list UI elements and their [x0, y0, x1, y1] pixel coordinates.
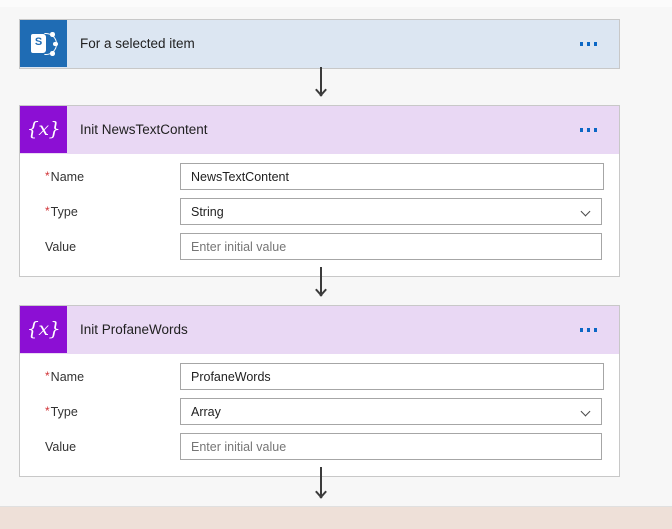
form-row-type: *Type String	[35, 198, 604, 225]
variable-icon: {x}	[20, 306, 67, 353]
required-marker: *	[45, 168, 50, 183]
type-select-value: String	[191, 204, 224, 219]
flow-card-init-newstextcontent[interactable]: {x} Init NewsTextContent *Name NewsTextC…	[19, 105, 620, 277]
flow-card-init-profanewords[interactable]: {x} Init ProfaneWords *Name ProfaneWords…	[19, 305, 620, 477]
form-row-name: *Name ProfaneWords	[35, 363, 604, 390]
connector-arrow-1	[313, 67, 329, 105]
value-input[interactable]: Enter initial value	[180, 433, 602, 460]
canvas-bottom-strip	[0, 506, 672, 529]
card-title: Init NewsTextContent	[80, 121, 208, 137]
card-body: *Name NewsTextContent *Type String Value	[20, 154, 619, 276]
chevron-down-icon[interactable]	[582, 208, 590, 216]
field-label-value: Value	[35, 440, 180, 454]
canvas-top-strip	[0, 0, 672, 7]
value-input[interactable]: Enter initial value	[180, 233, 602, 260]
required-marker: *	[45, 403, 50, 418]
form-row-value: Value Enter initial value	[35, 433, 604, 460]
card-overflow-menu-icon[interactable]	[570, 306, 620, 354]
value-input-placeholder: Enter initial value	[191, 239, 287, 254]
name-input[interactable]: NewsTextContent	[180, 163, 604, 190]
name-input-value: NewsTextContent	[191, 169, 289, 184]
value-input-placeholder: Enter initial value	[191, 439, 287, 454]
field-label-name: *Name	[35, 370, 180, 384]
form-row-value: Value Enter initial value	[35, 233, 604, 260]
field-label-text: Value	[45, 439, 77, 454]
variable-icon-glyph: {x}	[26, 318, 61, 340]
flow-card-trigger[interactable]: S For a selected item	[19, 19, 620, 69]
field-label-text: Type	[50, 404, 78, 419]
card-body: *Name ProfaneWords *Type Array Value	[20, 354, 619, 476]
name-input[interactable]: ProfaneWords	[180, 363, 604, 390]
card-header[interactable]: S For a selected item	[20, 20, 619, 68]
card-header[interactable]: {x} Init ProfaneWords	[20, 306, 619, 354]
required-marker: *	[45, 368, 50, 383]
field-label-type: *Type	[35, 405, 180, 419]
type-select[interactable]: String	[180, 198, 602, 225]
field-label-type: *Type	[35, 205, 180, 219]
field-label-text: Name	[50, 369, 85, 384]
form-row-type: *Type Array	[35, 398, 604, 425]
field-label-text: Type	[50, 204, 78, 219]
card-header[interactable]: {x} Init NewsTextContent	[20, 106, 619, 154]
field-label-name: *Name	[35, 170, 180, 184]
card-title: Init ProfaneWords	[80, 321, 188, 337]
form-row-name: *Name NewsTextContent	[35, 163, 604, 190]
connector-arrow-3	[313, 467, 329, 507]
field-label-value: Value	[35, 240, 180, 254]
field-label-text: Name	[50, 169, 85, 184]
sharepoint-icon: S	[20, 20, 67, 67]
required-marker: *	[45, 203, 50, 218]
variable-icon: {x}	[20, 106, 67, 153]
chevron-down-icon[interactable]	[582, 408, 590, 416]
type-select[interactable]: Array	[180, 398, 602, 425]
card-title: For a selected item	[80, 35, 195, 51]
name-input-value: ProfaneWords	[191, 369, 271, 384]
type-select-value: Array	[191, 404, 221, 419]
card-overflow-menu-icon[interactable]	[570, 20, 620, 68]
connector-arrow-2	[313, 267, 329, 305]
field-label-text: Value	[45, 239, 77, 254]
variable-icon-glyph: {x}	[26, 118, 61, 140]
sharepoint-icon-letter: S	[34, 36, 43, 48]
card-overflow-menu-icon[interactable]	[570, 106, 620, 154]
